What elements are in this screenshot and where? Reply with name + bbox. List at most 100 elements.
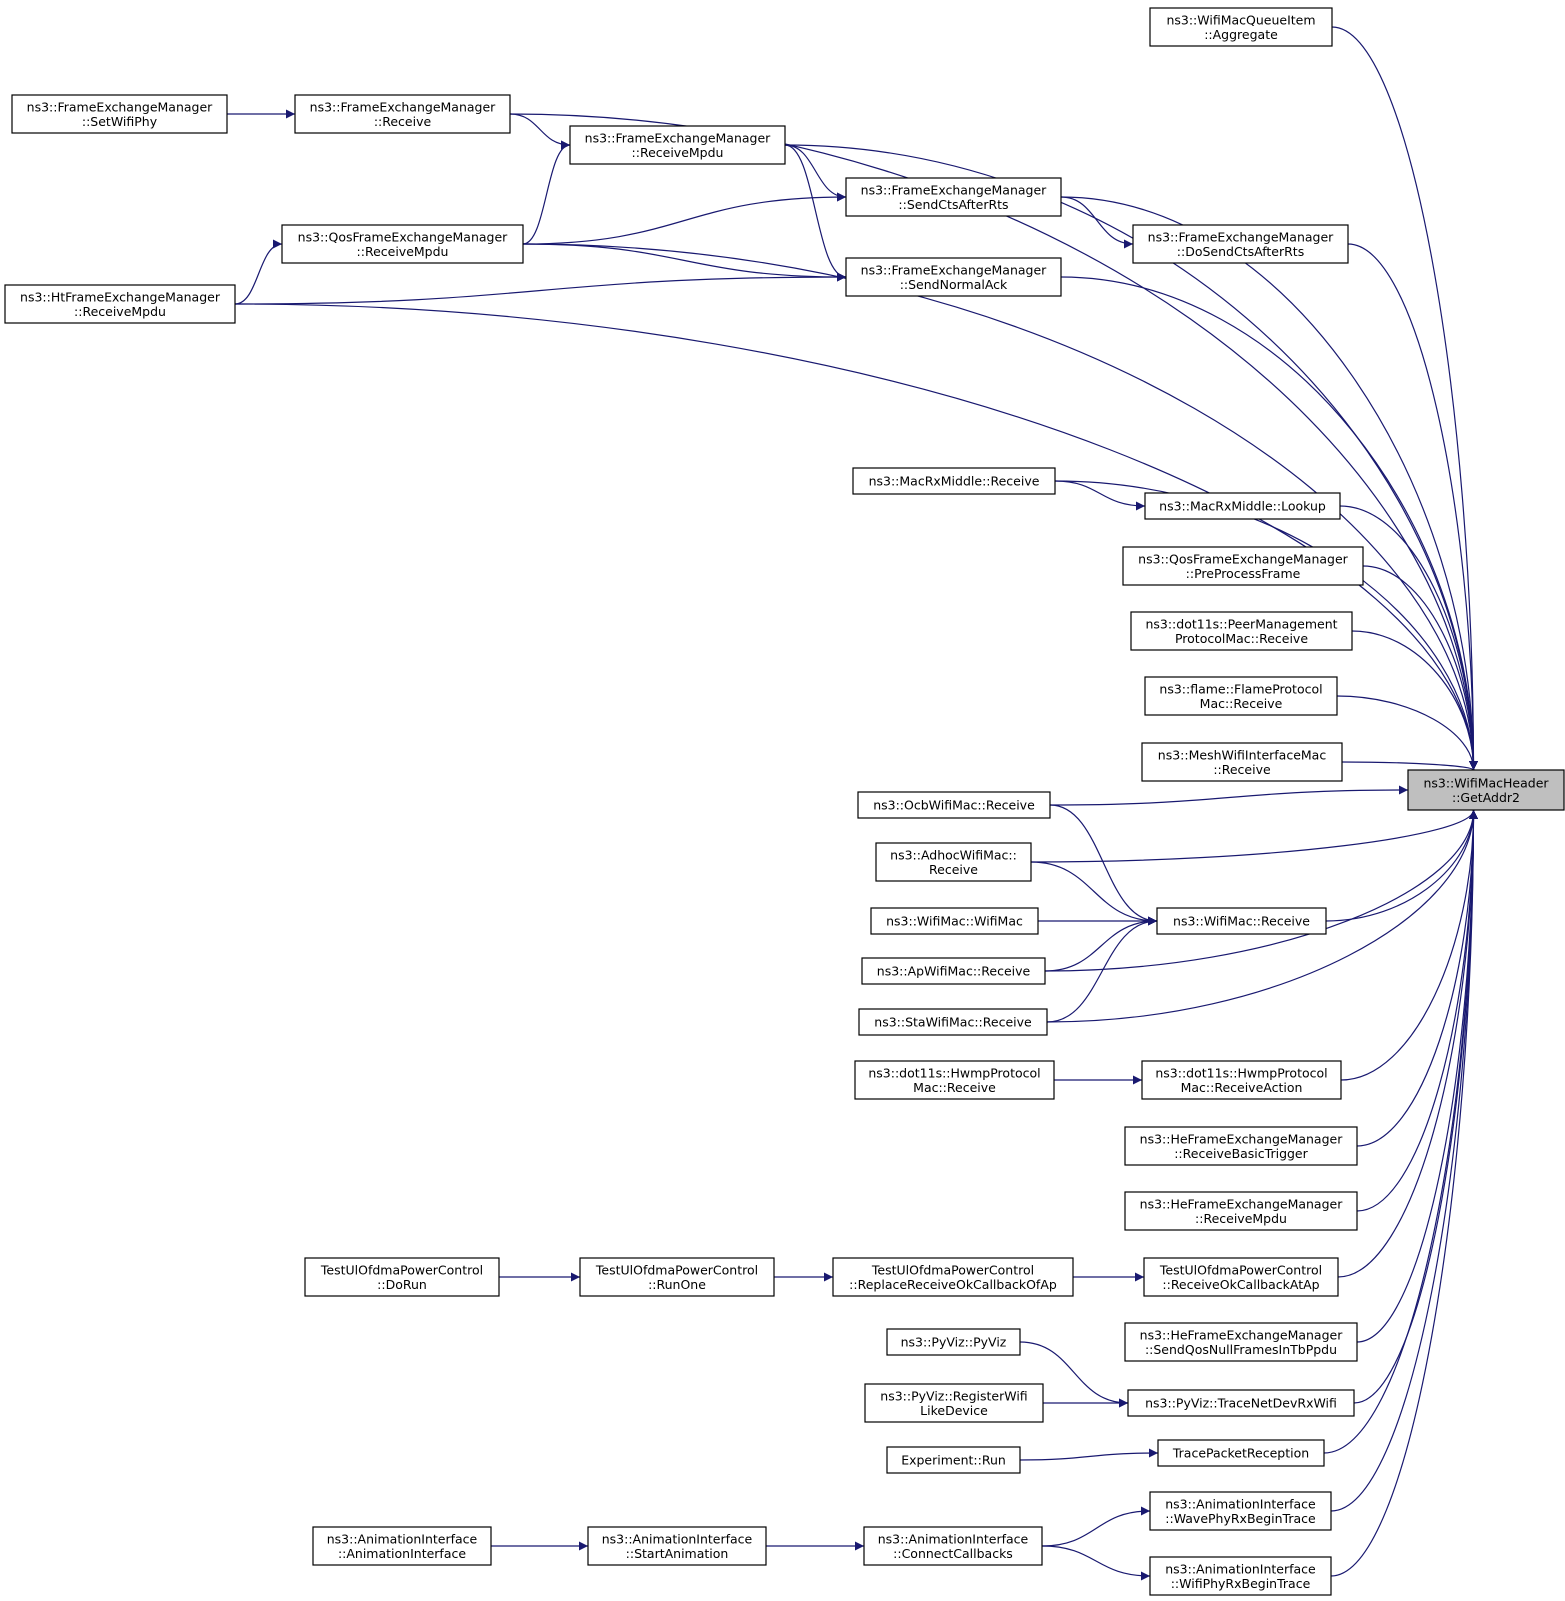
node-label: LikeDevice — [920, 1403, 988, 1418]
graph-node-he-sendqosnull[interactable]: ns3::HeFrameExchangeManager::SendQosNull… — [1124, 1322, 1358, 1362]
graph-node-fem-dosendcts[interactable]: ns3::FrameExchangeManager::DoSendCtsAfte… — [1132, 224, 1349, 264]
node-box — [569, 125, 786, 165]
edge-fem-receive-to-fem-receivempdu — [509, 113, 571, 150]
node-label: ns3::dot11s::PeerManagement — [1145, 616, 1337, 631]
graph-node-tracepacket[interactable]: TracePacketReception — [1157, 1439, 1325, 1467]
graph-node-fem-sendcts[interactable]: ns3::FrameExchangeManager::SendCtsAfterR… — [845, 177, 1062, 217]
node-box — [312, 1526, 492, 1566]
node-label: ::ReplaceReceiveOkCallbackOfAp — [849, 1277, 1057, 1292]
node-box — [1141, 1060, 1342, 1100]
graph-node-ht-receivempdu[interactable]: ns3::HtFrameExchangeManager::ReceiveMpdu — [4, 284, 236, 324]
graph-node-fem-sendnormalack[interactable]: ns3::FrameExchangeManager::SendNormalAck — [845, 257, 1062, 297]
node-label: ::RunOne — [648, 1277, 706, 1292]
graph-node-tul-dorun[interactable]: TestUlOfdmaPowerControl::DoRun — [304, 1257, 500, 1297]
node-label: ::DoSendCtsAfterRts — [1177, 244, 1304, 259]
edge-fem-sendcts-to-fem-dosendcts — [1060, 196, 1134, 249]
graph-node-hwmp-action[interactable]: ns3::dot11s::HwmpProtocolMac::ReceiveAct… — [1141, 1060, 1342, 1100]
graph-node-wifimac-receive[interactable]: ns3::WifiMac::Receive — [1156, 907, 1327, 935]
graph-node-anim-ctor[interactable]: ns3::AnimationInterface::AnimationInterf… — [312, 1526, 492, 1566]
node-box — [854, 1060, 1055, 1100]
nodes-layer: ns3::WifiMacHeader::GetAddr2ns3::WifiMac… — [4, 7, 1565, 1596]
node-label: ns3::flame::FlameProtocol — [1159, 681, 1322, 696]
graph-node-he-receivempdu[interactable]: ns3::HeFrameExchangeManager::ReceiveMpdu — [1124, 1191, 1358, 1231]
edge-ht-receivempdu-to-qos-receivempdu — [234, 239, 283, 305]
node-label: TracePacketReception — [1172, 1446, 1309, 1461]
graph-node-adhoc[interactable]: ns3::AdhocWifiMac::Receive — [875, 842, 1032, 882]
node-label: ::StartAnimation — [626, 1546, 729, 1561]
edge-he-basictrigger-to-target — [1356, 809, 1479, 1147]
graph-node-aggregate[interactable]: ns3::WifiMacQueueItem::Aggregate — [1149, 7, 1333, 47]
graph-node-qos-preprocess[interactable]: ns3::QosFrameExchangeManager::PreProcess… — [1122, 546, 1364, 586]
edge-qos-receivempdu-to-fem-receivempdu — [522, 140, 571, 245]
graph-node-anim-connect[interactable]: ns3::AnimationInterface::ConnectCallback… — [863, 1526, 1043, 1566]
node-label: ::ReceiveMpdu — [1195, 1211, 1287, 1226]
node-label: ns3::FrameExchangeManager — [27, 99, 213, 114]
node-label: TestUlOfdmaPowerControl — [871, 1262, 1034, 1277]
node-label: ns3::AnimationInterface — [602, 1531, 753, 1546]
graph-node-ocb[interactable]: ns3::OcbWifiMac::Receive — [857, 791, 1051, 819]
node-label: ns3::HtFrameExchangeManager — [20, 289, 221, 304]
graph-node-target[interactable]: ns3::WifiMacHeader::GetAddr2 — [1407, 769, 1565, 811]
node-label: TestUlOfdmaPowerControl — [1159, 1262, 1322, 1277]
edge-ocb-to-wifimac-receive — [1049, 804, 1158, 926]
graph-node-he-basictrigger[interactable]: ns3::HeFrameExchangeManager::ReceiveBasi… — [1124, 1126, 1358, 1166]
edge-anim-connect-to-anim-wifiphy — [1041, 1545, 1151, 1581]
graph-node-anim-wifiphy[interactable]: ns3::AnimationInterface::WifiPhyRxBeginT… — [1149, 1556, 1332, 1596]
graph-node-meshwifi[interactable]: ns3::MeshWifiInterfaceMac::Receive — [1141, 742, 1343, 782]
graph-node-pyviz-pyviz[interactable]: ns3::PyViz::PyViz — [886, 1328, 1021, 1356]
node-label: ns3::FrameExchangeManager — [585, 130, 771, 145]
node-label: ns3::FrameExchangeManager — [861, 262, 1047, 277]
node-label: ::WavePhyRxBeginTrace — [1165, 1511, 1316, 1526]
node-label: ::Receive — [1213, 762, 1271, 777]
graph-node-anim-start[interactable]: ns3::AnimationInterface::StartAnimation — [587, 1526, 767, 1566]
graph-node-macrx-lookup[interactable]: ns3::MacRxMiddle::Lookup — [1144, 492, 1341, 520]
edge-tracepacket-to-target — [1323, 809, 1479, 1454]
graph-node-qos-receivempdu[interactable]: ns3::QosFrameExchangeManager::ReceiveMpd… — [281, 224, 524, 264]
node-box — [832, 1257, 1074, 1297]
node-label: ::SetWifiPhy — [82, 114, 158, 129]
edge-anim-connect-to-anim-wave — [1041, 1506, 1151, 1547]
node-label: ns3::HeFrameExchangeManager — [1140, 1196, 1344, 1211]
node-label: ns3::dot11s::HwmpProtocol — [868, 1065, 1040, 1080]
graph-node-exp-run[interactable]: Experiment::Run — [886, 1446, 1021, 1474]
graph-node-tul-replace[interactable]: TestUlOfdmaPowerControl::ReplaceReceiveO… — [832, 1257, 1074, 1297]
node-box — [1143, 1257, 1339, 1297]
graph-node-tul-receiveok[interactable]: TestUlOfdmaPowerControl::ReceiveOkCallba… — [1143, 1257, 1339, 1297]
node-box — [1122, 546, 1364, 586]
graph-node-sta[interactable]: ns3::StaWifiMac::Receive — [858, 1008, 1048, 1036]
node-label: ns3::OcbWifiMac::Receive — [873, 798, 1035, 813]
node-label: ns3::PyViz::PyViz — [901, 1335, 1007, 1350]
node-box — [845, 257, 1062, 297]
node-label: ::Receive — [374, 114, 432, 129]
node-box — [1124, 1322, 1358, 1362]
edge-tul-receiveok-to-target — [1337, 809, 1479, 1278]
graph-node-pyviz-trace[interactable]: ns3::PyViz::TraceNetDevRxWifi — [1127, 1389, 1355, 1417]
node-label: ::ReceiveMpdu — [74, 304, 166, 319]
graph-node-fem-receive[interactable]: ns3::FrameExchangeManager::Receive — [294, 94, 511, 134]
graph-node-fem-receivempdu[interactable]: ns3::FrameExchangeManager::ReceiveMpdu — [569, 125, 786, 165]
graph-node-wifimac-wifimac[interactable]: ns3::WifiMac::WifiMac — [870, 907, 1039, 935]
edge-qos-receivempdu-to-target — [522, 243, 1479, 771]
graph-node-tul-runone[interactable]: TestUlOfdmaPowerControl::RunOne — [579, 1257, 775, 1297]
graph-node-macrx-receive[interactable]: ns3::MacRxMiddle::Receive — [852, 467, 1056, 495]
edge-he-receivempdu-to-target — [1356, 809, 1479, 1212]
node-box — [852, 467, 1056, 495]
node-label: ns3::WifiMac::WifiMac — [886, 914, 1023, 929]
edge-fem-receivempdu-to-fem-sendcts — [784, 144, 847, 202]
node-box — [11, 94, 228, 134]
node-label: TestUlOfdmaPowerControl — [595, 1262, 758, 1277]
graph-node-peermgmt[interactable]: ns3::dot11s::PeerManagementProtocolMac::… — [1130, 611, 1353, 651]
node-label: ns3::ApWifiMac::Receive — [877, 964, 1031, 979]
graph-node-setwifiphy[interactable]: ns3::FrameExchangeManager::SetWifiPhy — [11, 94, 228, 134]
node-label: ns3::AdhocWifiMac:: — [890, 847, 1017, 862]
node-label: ::ReceiveOkCallbackAtAp — [1162, 1277, 1319, 1292]
node-box — [1149, 1556, 1332, 1596]
node-box — [1149, 1491, 1332, 1531]
graph-node-anim-wave[interactable]: ns3::AnimationInterface::WavePhyRxBeginT… — [1149, 1491, 1332, 1531]
graph-node-ap[interactable]: ns3::ApWifiMac::Receive — [861, 957, 1046, 985]
edges-layer — [227, 26, 1479, 1581]
